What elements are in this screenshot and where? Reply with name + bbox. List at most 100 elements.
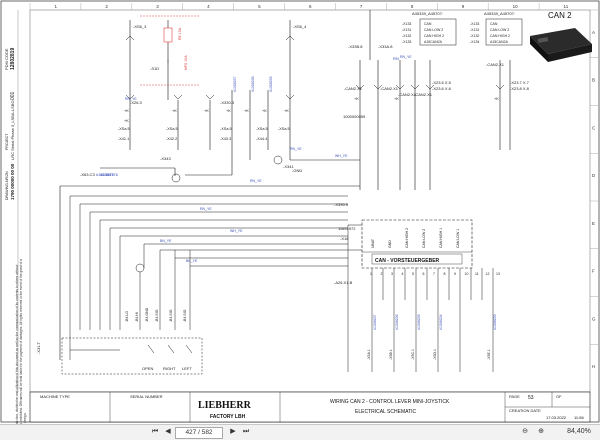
title-line-2: ELECTRICAL SCHEMATIC: [355, 409, 417, 415]
module-pin-number: 1: [370, 272, 372, 276]
k-label: +K: [124, 109, 129, 113]
k-label: +K: [226, 109, 231, 113]
joystick-wire-label: -B4.SIG: [169, 309, 173, 322]
module-pin-label: UBAT: [371, 238, 375, 248]
xsa-label: -XSa.5: [256, 127, 268, 131]
module-part-no: 11651972: [338, 226, 356, 231]
creation-date-value: 17.03.2022: [546, 415, 567, 420]
bottom-sub-labels: -X5A.1-X5B.1-X5C.1-X5D.1-X5E.1-B4.LO-B4.…: [125, 307, 491, 360]
svg-text:CAN: CAN: [490, 22, 498, 26]
net-tag: #1308235: [269, 76, 273, 92]
xsa-label: -XSa.5: [278, 127, 290, 131]
module-pin-number: 9: [454, 272, 456, 276]
row-letter: A: [592, 30, 595, 35]
svg-text:CAN HIGH 2: CAN HIGH 2: [490, 34, 510, 38]
x341-label: -X341: [283, 164, 294, 169]
module-pin-number: 12: [486, 272, 490, 276]
wire-color-tag: RN_YE: [125, 97, 137, 101]
page-indicator-input[interactable]: 427 / 582: [175, 427, 223, 439]
machine-type-label: MACHINE TYPE: [40, 394, 70, 399]
prev-page-icon[interactable]: ◀: [165, 428, 171, 435]
column-number: 2: [105, 4, 108, 9]
gnd-label: -GND: [292, 168, 302, 173]
k-label: +K: [354, 97, 359, 101]
relay-label: -S1D: [150, 66, 159, 71]
row-letter: E: [592, 221, 595, 226]
column-number: 6: [309, 4, 312, 9]
row-letter: H: [592, 364, 595, 369]
svg-text:CAN HIGH 2: CAN HIGH 2: [424, 34, 444, 38]
zoom-in-icon[interactable]: ⊕: [538, 428, 544, 435]
creation-time-value: 11:56: [574, 415, 584, 420]
column-number: 4: [207, 4, 210, 9]
svg-text:-CAN2.X1: -CAN2.X1: [414, 92, 433, 97]
column-number: 5: [258, 4, 261, 9]
xsa-label: -XSa.5: [166, 127, 178, 131]
next-page-icon[interactable]: ▶: [230, 428, 236, 435]
svg-text:-X132: -X132: [470, 34, 479, 38]
svg-text:-X23.6 X.6: -X23.6 X.6: [432, 86, 452, 91]
bottom-conn-label: -X5E.1: [487, 349, 491, 360]
zoom-level[interactable]: 84,40%: [567, 428, 591, 435]
a6-left-label: A45339_A45707:: [412, 11, 443, 16]
bottom-conn-label: -X5C.1: [411, 349, 415, 360]
module-left-conn: -X16: [340, 236, 349, 241]
net-tag: #1308236: [251, 76, 255, 92]
creation-date-label: CREATION DATE: [509, 408, 541, 413]
module-title: CAN - VORSTEUERGEBER: [375, 258, 440, 264]
can-connector-block-right: A45339_A45707: CAN CAN LOW 2 CAN HIGH 2 …: [470, 11, 523, 46]
svg-text:CAN: CAN: [424, 22, 432, 26]
liebherr-logo: LIEBHERR: [198, 400, 252, 411]
sig-net-label: #1308776: [100, 172, 119, 177]
svg-text:A15CAN2A: A15CAN2A: [424, 40, 443, 44]
a6-right-label: A45339_A45707:: [484, 11, 515, 16]
top-power-section: [59, 10, 511, 360]
module-pin-label: CAN HIGH 2: [405, 228, 409, 248]
svg-text:-CAN2.X1: -CAN2.X1: [380, 86, 399, 91]
connector-label: -X42.2: [166, 137, 177, 141]
svg-text:-X131: -X131: [470, 28, 479, 32]
module-pin-number: 4: [402, 272, 404, 276]
zoom-out-icon[interactable]: ⊖: [522, 428, 528, 435]
k-label: +K: [394, 97, 399, 101]
page-value: 53: [528, 395, 534, 401]
k-label-group: +K+K+K+K+K+K+K+K+K+K+K-XSa.5-XSa.5-XSa.5…: [118, 97, 499, 141]
svg-text:-X133: -X133: [402, 40, 411, 44]
wire-color-tag: RN_YE: [400, 55, 412, 59]
wire-color-tag: WH_YE: [230, 229, 243, 233]
k-label: +K: [244, 109, 249, 113]
svg-text:-CAN2.X1: -CAN2.X1: [486, 62, 505, 67]
svg-text:-X132: -X132: [402, 34, 411, 38]
first-page-icon[interactable]: ⏮: [151, 428, 159, 435]
wire-color-tag: BN_YE: [160, 239, 172, 243]
drawing-number: 1790 00000 00 00: [10, 163, 15, 200]
module-pin-label: CAN HIGH 1: [439, 228, 443, 248]
k-label: +K: [494, 97, 499, 101]
fuse-a-label: RE 15A: [178, 27, 182, 40]
svg-text:CAN LOW 2: CAN LOW 2: [424, 28, 443, 32]
module-pin-number: 13: [496, 272, 500, 276]
x335-label: -X335.9: [334, 202, 349, 207]
net-tag-bottom: #1308234: [439, 314, 443, 330]
wire-color-tag-group: RN_YERN_YERN_YEWH_YERN_YEWH_YEBN_YEBK_YE…: [125, 55, 412, 263]
plot-code: PDM CODE: [4, 48, 9, 70]
k-label: +K: [284, 109, 289, 113]
k-label: +K: [172, 109, 177, 113]
ab2-label: -X33A.8: [378, 44, 393, 49]
xsa-bottom-label: -X63.C3: [80, 172, 95, 177]
module-pin-number: 6: [423, 272, 425, 276]
svg-text:-X134: -X134: [470, 40, 479, 44]
joystick-bus-wires: [69, 195, 348, 360]
module-output-wires: [347, 224, 494, 372]
last-page-icon[interactable]: ⏭: [242, 428, 250, 435]
copyright-note: ISO 16016: The reproduction, distributio…: [15, 259, 27, 439]
switch-open: OPEN: [142, 366, 153, 371]
connector-label: -X41.1: [118, 137, 129, 141]
left-tag: #1303876: [96, 172, 115, 177]
k-label: +K: [124, 119, 129, 123]
joystick-wire-label: -B4.SIG: [183, 309, 187, 322]
bottom-conn: -X31.T: [36, 341, 41, 354]
module-pin-number: 2: [381, 272, 383, 276]
page-label: PAGE: [509, 394, 520, 399]
